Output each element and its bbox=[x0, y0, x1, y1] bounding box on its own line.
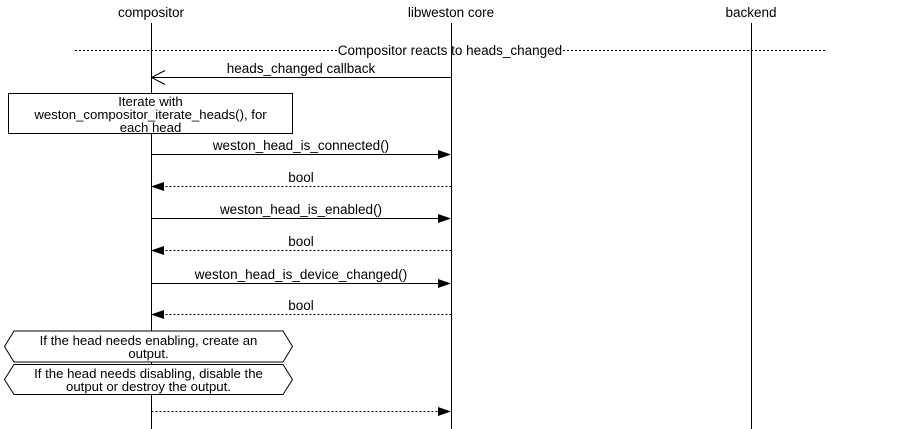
message-label-heads-changed-callback: heads_changed callback bbox=[226, 61, 376, 76]
condition-text-disabling: If the head needs disabling, disable the… bbox=[4, 367, 293, 393]
note-box bbox=[8, 93, 293, 134]
actor-label-compositor: compositor bbox=[117, 5, 185, 20]
open-arrowhead-left-icon bbox=[150, 70, 166, 85]
filled-arrowhead-right-icon bbox=[438, 214, 451, 223]
message-label-head-is-connected: weston_head_is_connected() bbox=[212, 138, 390, 153]
note-text: Iterate with weston_compositor_iterate_h… bbox=[8, 95, 293, 134]
filled-arrowhead-left-icon bbox=[151, 246, 164, 255]
message-label-head-is-device-changed: weston_head_is_device_changed() bbox=[194, 267, 408, 282]
note-text-line: Iterate with bbox=[118, 94, 183, 109]
message-label-bool-2: bool bbox=[288, 234, 314, 249]
filled-arrowhead-right-icon bbox=[438, 150, 451, 159]
message-label-bool-1: bool bbox=[288, 170, 314, 185]
divider-title: Compositor reacts to heads_changed bbox=[337, 43, 563, 58]
condition-text-line: output. bbox=[128, 346, 169, 361]
filled-arrowhead-left-icon bbox=[151, 310, 164, 319]
message-label-head-is-enabled: weston_head_is_enabled() bbox=[219, 202, 383, 217]
condition-hexagon-disabling bbox=[3, 364, 294, 395]
condition-text-line: If the head needs enabling, create an bbox=[39, 333, 258, 348]
note-text-line: each head bbox=[119, 120, 182, 135]
condition-text-enabling: If the head needs enabling, create an ou… bbox=[4, 334, 293, 360]
actor-label-libweston-core: libweston core bbox=[407, 5, 495, 20]
note-text-line: weston_compositor_iterate_heads(), for bbox=[34, 107, 267, 122]
condition-hexagon-enabling bbox=[3, 330, 294, 363]
filled-arrowhead-left-icon bbox=[151, 182, 164, 191]
condition-text-line: If the head needs disabling, disable the bbox=[34, 366, 263, 381]
filled-arrowhead-right-icon bbox=[438, 279, 451, 288]
filled-arrowhead-right-icon bbox=[438, 407, 451, 416]
condition-text-line: output or destroy the output. bbox=[66, 379, 231, 394]
message-label-bool-3: bool bbox=[288, 298, 314, 313]
actor-label-backend: backend bbox=[725, 5, 777, 20]
